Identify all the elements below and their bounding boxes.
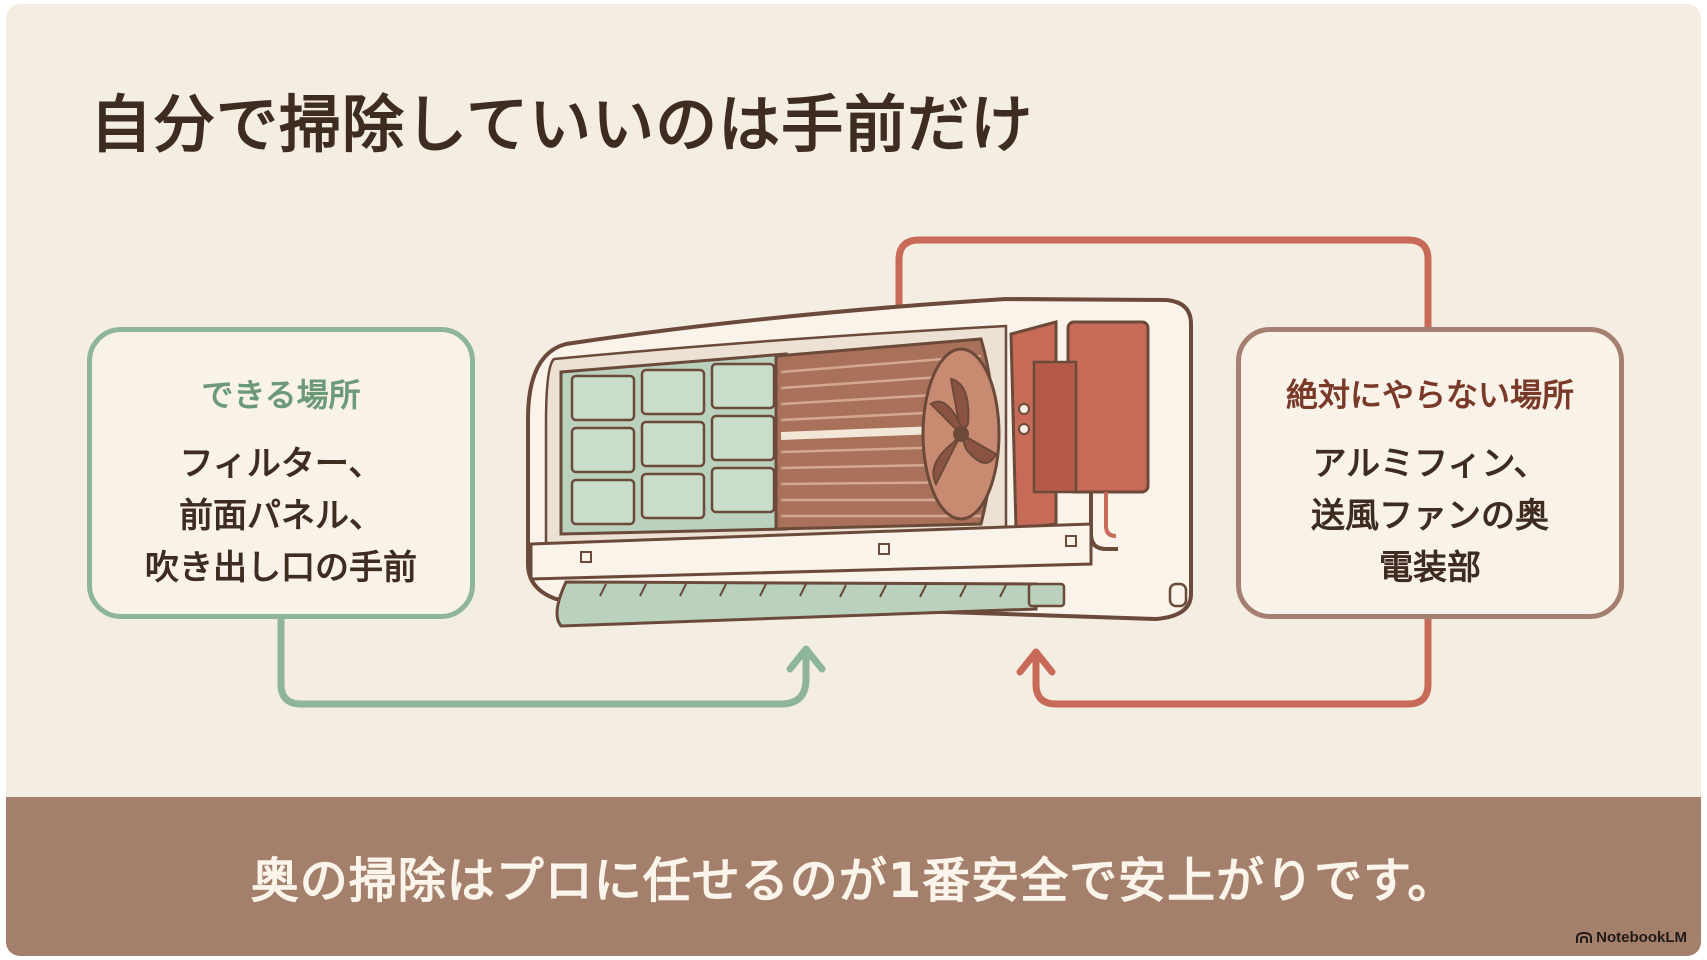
danger-area-item: 送風ファンの奥 (1311, 496, 1549, 536)
safe-arrowhead (786, 645, 826, 673)
danger-area-item: アルミフィン、 (1312, 444, 1548, 484)
danger-areas-box: 絶対にやらない場所 アルミフィン、 送風ファンの奥 電装部 (1236, 327, 1624, 619)
safe-area-item: 前面パネル、 (179, 496, 383, 536)
brand-name: NotebookLM (1596, 929, 1687, 946)
danger-areas-heading: 絶対にやらない場所 (1285, 376, 1574, 414)
blower-fan (774, 337, 1001, 531)
air-conditioner-illustration (277, 236, 1432, 708)
danger-arrow-bottom-line (1032, 615, 1432, 708)
danger-areas-list: アルミフィン、 送風ファンの奥 電装部 (1241, 438, 1619, 594)
slide: 自分で掃除していいのは手前だけ (6, 4, 1701, 956)
electrical-unit (1009, 320, 1150, 551)
air-outlet-louver (555, 580, 1038, 628)
danger-arrowhead-bottom (1016, 648, 1056, 676)
safe-area-item: フィルター、 (179, 444, 383, 484)
air-conditioner-unit (526, 296, 1193, 628)
safe-area-item: 吹き出し口の手前 (145, 548, 417, 588)
danger-area-item: 電装部 (1379, 548, 1481, 588)
footer-message: 奥の掃除はプロに任せるのが1番安全で安上がりです。 (250, 853, 1457, 909)
footer-band: 奥の掃除はプロに任せるのが1番安全で安上がりです。 NotebookLM (6, 797, 1701, 956)
filter-panel (559, 352, 788, 536)
slide-title: 自分で掃除していいのは手前だけ (90, 88, 1034, 161)
danger-arrow-top-line (895, 236, 1432, 380)
safe-areas-list: フィルター、 前面パネル、 吹き出し口の手前 (92, 438, 470, 594)
safe-areas-heading: できる場所 (201, 376, 361, 414)
brand-watermark: NotebookLM (1576, 929, 1687, 946)
safe-arrow-line (277, 615, 810, 708)
notebooklm-logo-icon (1576, 931, 1593, 943)
safe-areas-box: できる場所 フィルター、 前面パネル、 吹き出し口の手前 (87, 327, 475, 619)
